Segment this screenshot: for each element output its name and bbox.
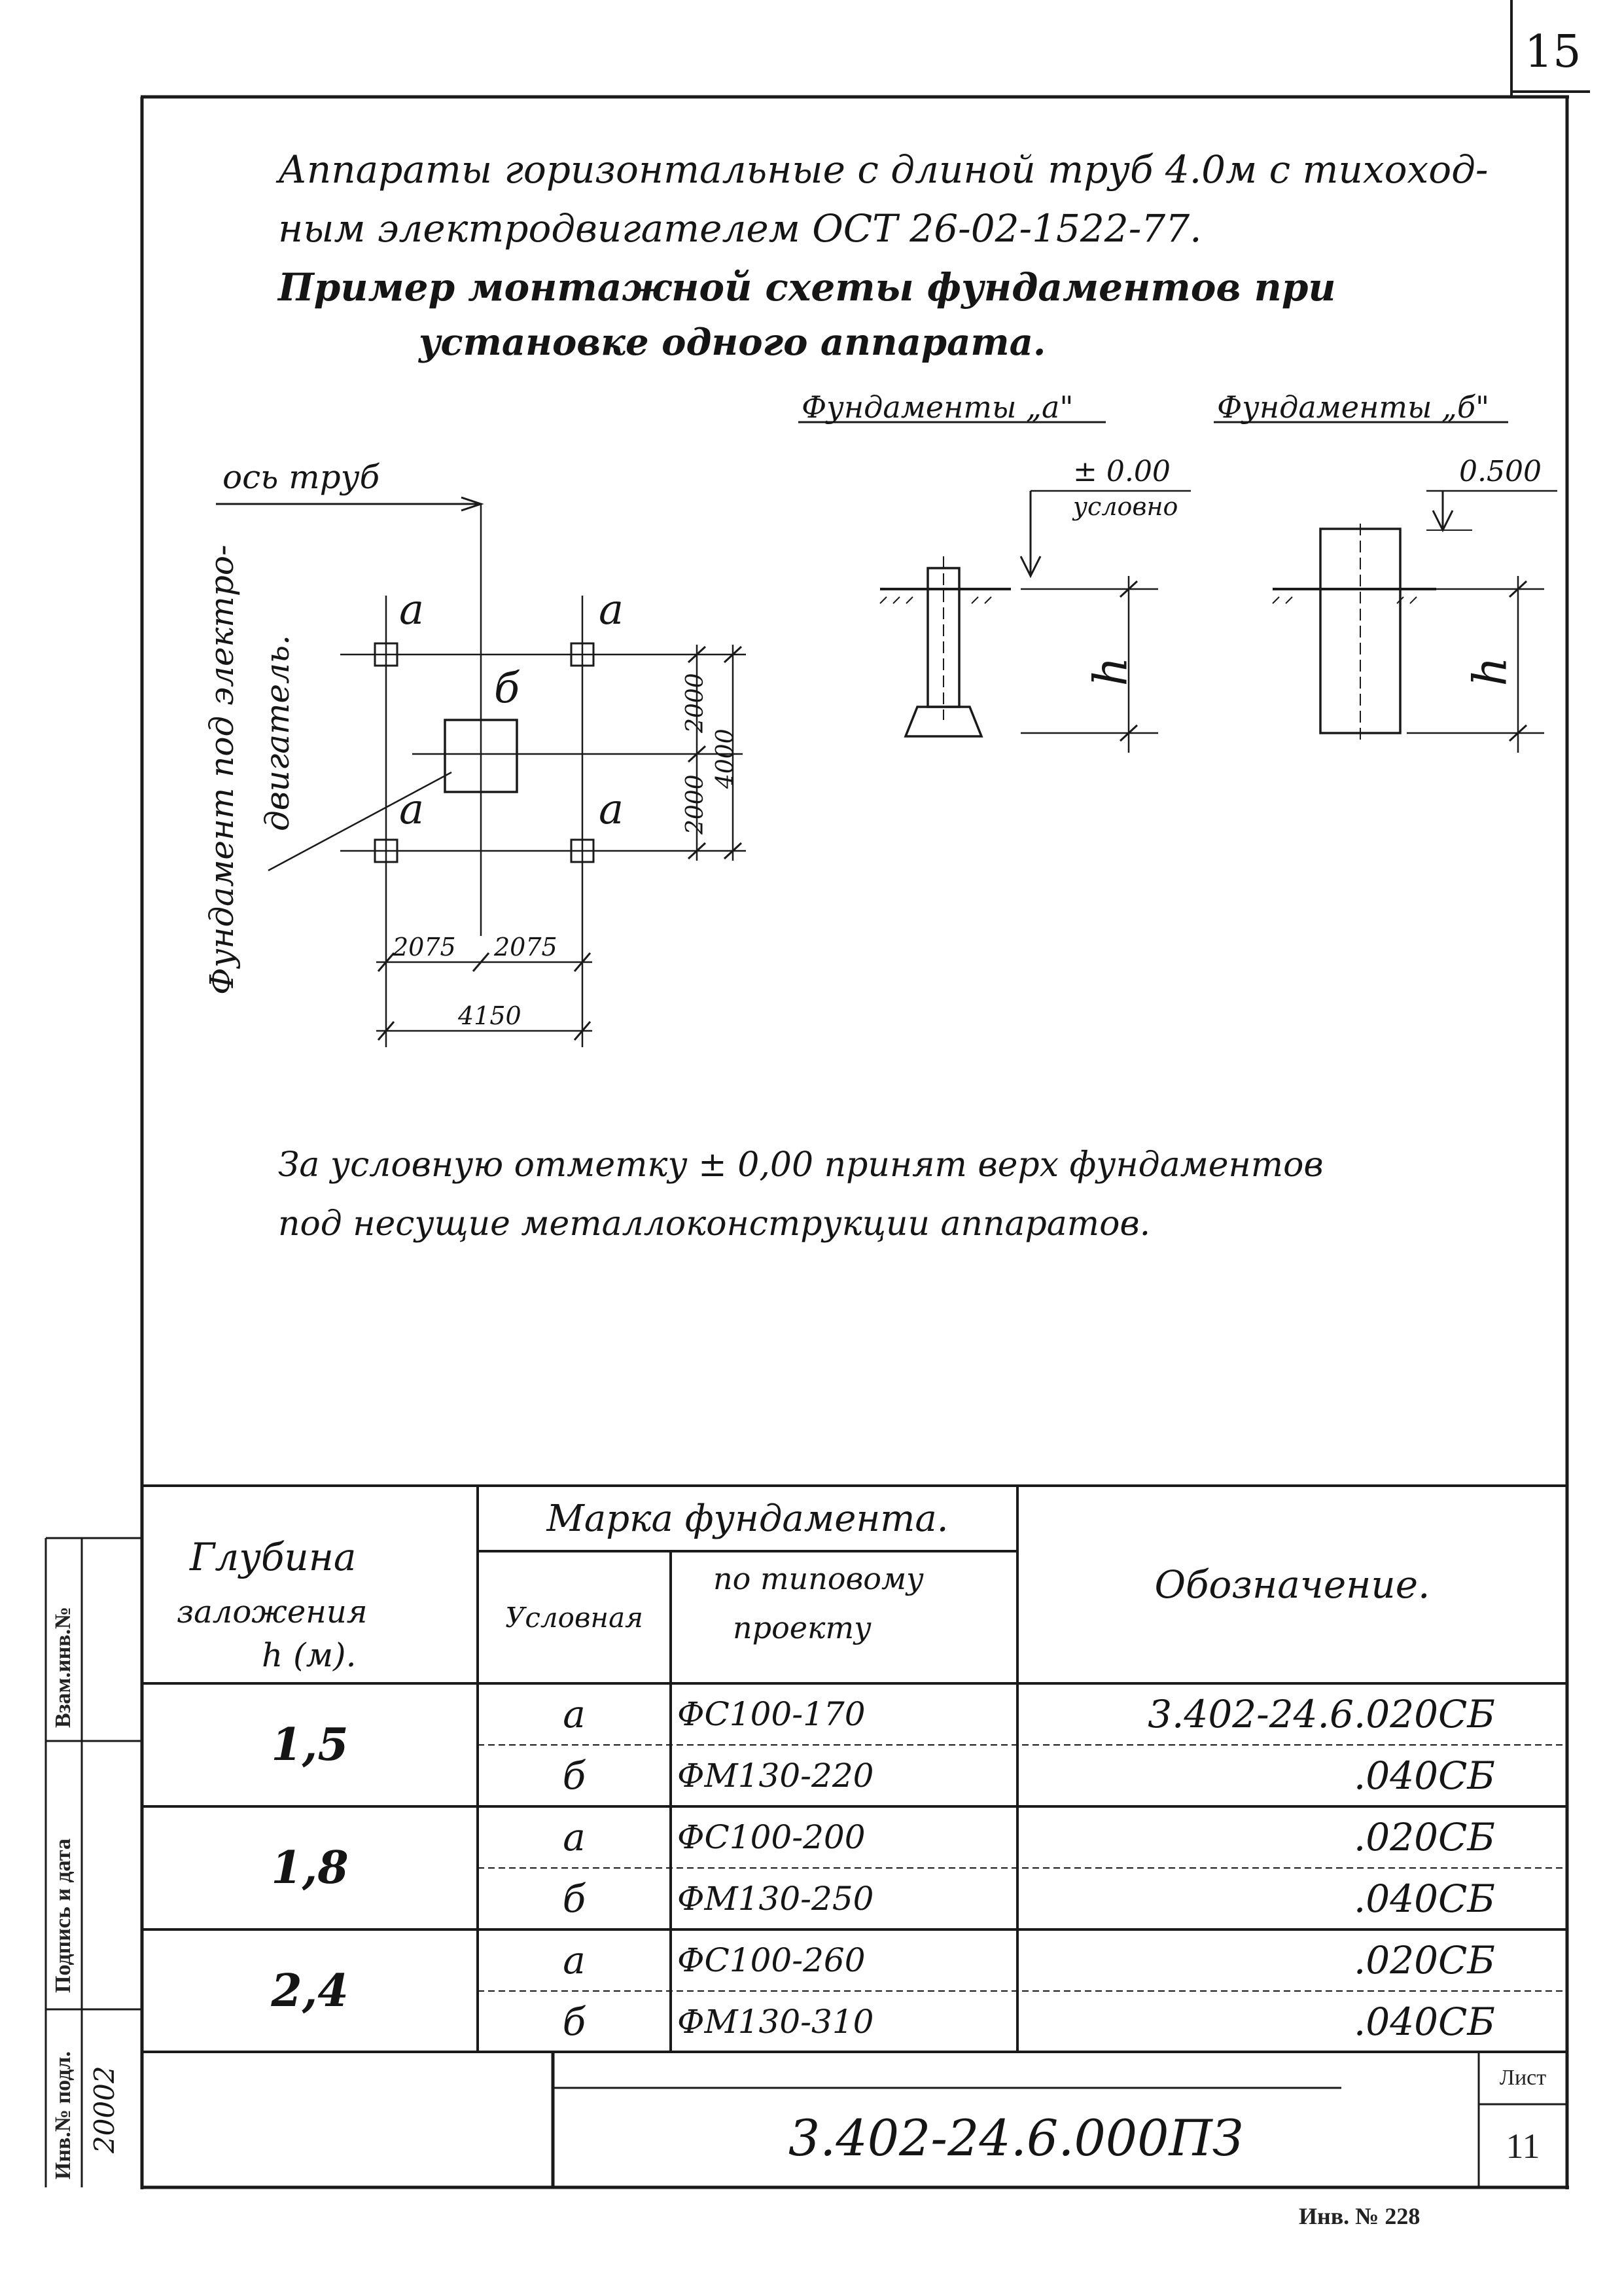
row3-cond-a: а xyxy=(563,1938,586,1982)
row1-depth: 1,5 xyxy=(271,1719,349,1771)
title-line-4: установке одного аппарата. xyxy=(419,321,1046,364)
col-depth-line-3: h (м). xyxy=(262,1636,357,1674)
row2-typ-b: ФМ130-250 xyxy=(677,1880,874,1918)
row2-des-a: .020СБ xyxy=(1353,1815,1495,1859)
row3-typ-a: ФС100-260 xyxy=(677,1941,866,1979)
row1-des-a: 3.402-24.6.020СБ xyxy=(1148,1692,1495,1736)
row3-typ-b: ФМ130-310 xyxy=(677,2002,874,2041)
row3-depth: 2,4 xyxy=(271,1964,349,2017)
sidebar-sign-date: Подпись и дата xyxy=(51,1839,75,1993)
sheet-value: 11 xyxy=(1506,2126,1540,2166)
mark-a-top-right: а xyxy=(599,586,624,634)
row1-cond-b: б xyxy=(562,1753,586,1798)
section-b-h-label: h xyxy=(1463,656,1517,687)
dim-2075-left: 2075 xyxy=(393,933,456,961)
row1-typ-b: ФМ130-220 xyxy=(677,1757,874,1795)
section-a-level: ± 0.00 xyxy=(1073,455,1171,488)
sidebar-inv-original-value: 20002 xyxy=(88,2066,120,2153)
sidebar-inv-original: Инв.№ подл. xyxy=(51,2051,75,2179)
row3-des-b: .040СБ xyxy=(1353,1999,1495,2044)
dim-4000: 4000 xyxy=(712,728,739,789)
dim-2000-top: 2000 xyxy=(682,673,709,733)
col-designation-header: Обозначение. xyxy=(1154,1562,1430,1607)
note-line-1: За условную отметку ± 0,00 принят верх ф… xyxy=(278,1145,1324,1185)
section-b-title: Фундаменты „б" xyxy=(1217,389,1490,425)
col-mark-header: Марка фундамента. xyxy=(546,1497,949,1540)
col-typ-line-2: проекту xyxy=(733,1610,872,1645)
section-a-level-note: условно xyxy=(1073,492,1178,521)
motor-foundation-label-1: Фундамент под электро- xyxy=(203,545,241,995)
row2-cond-a: а xyxy=(563,1815,586,1859)
dim-2075-right: 2075 xyxy=(494,933,557,961)
dim-2000-bottom: 2000 xyxy=(682,774,709,834)
mark-a-bottom-right: а xyxy=(599,785,624,834)
col-cond-header: Условная xyxy=(505,1601,643,1634)
row2-des-b: .040СБ xyxy=(1353,1876,1495,1921)
row3-cond-b: б xyxy=(562,1999,586,2044)
col-depth-line-1: Глубина xyxy=(190,1535,357,1579)
pipe-axis-label: ось труб xyxy=(222,458,380,496)
col-typ-line-1: по типовому xyxy=(713,1561,924,1596)
mark-a-top-left: а xyxy=(399,586,425,634)
section-b-level: 0.500 xyxy=(1459,455,1542,488)
col-depth-line-2: заложения xyxy=(177,1594,368,1630)
title-line-3: Пример монтажной схеты фундаментов при xyxy=(278,265,1336,310)
motor-foundation-label-2: двигатель. xyxy=(258,634,296,831)
row2-cond-b: б xyxy=(562,1876,586,1921)
row1-des-b: .040СБ xyxy=(1353,1753,1495,1798)
row2-typ-a: ФС100-200 xyxy=(677,1818,866,1856)
document-code: 3.402-24.6.000ПЗ xyxy=(788,2108,1244,2167)
section-a-title: Фундаменты „а" xyxy=(802,389,1074,425)
row1-cond-a: а xyxy=(563,1692,586,1736)
note-line-2: под несущие металлоконструкции аппаратов… xyxy=(278,1204,1151,1244)
sidebar-replacement-inv: Взам.инв.№ xyxy=(51,1606,75,1728)
mark-b: б xyxy=(494,664,520,713)
title-line-1: Аппараты горизонтальные с длиной труб 4.… xyxy=(278,147,1489,192)
section-a-h-label: h xyxy=(1084,656,1138,687)
row3-des-a: .020СБ xyxy=(1353,1938,1495,1982)
sheet-corner-number: 15 xyxy=(1525,26,1581,78)
row1-typ-a: ФС100-170 xyxy=(677,1695,866,1733)
row2-depth: 1,8 xyxy=(271,1842,349,1894)
mark-a-bottom-left: а xyxy=(399,785,425,834)
footer-inventory: Инв. № 228 xyxy=(1299,2203,1421,2229)
title-line-2: ным электродвигателем ОСТ 26-02-1522-77. xyxy=(278,206,1202,251)
sheet-label: Лист xyxy=(1499,2066,1547,2090)
dim-4150: 4150 xyxy=(458,1001,521,1030)
